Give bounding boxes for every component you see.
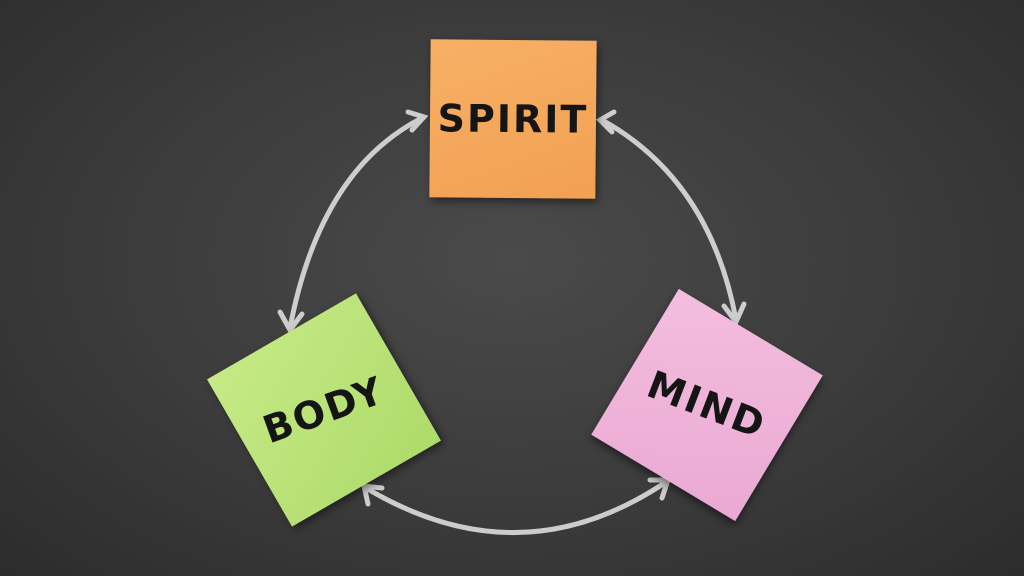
arrow-body-mind xyxy=(363,479,669,536)
arrow-spirit-mind xyxy=(599,117,739,323)
mind-label: MIND xyxy=(641,362,773,448)
arrow-spirit-body xyxy=(287,115,425,331)
spirit-label: SPIRIT xyxy=(437,96,589,142)
arrowhead-spirit-right xyxy=(595,109,617,135)
arrowhead-body-bottom xyxy=(360,483,385,507)
body-label: BODY xyxy=(257,367,391,453)
spirit-sticky-note: SPIRIT xyxy=(429,39,597,199)
arrowhead-spirit xyxy=(405,109,429,133)
arrowhead-mind-top xyxy=(721,301,747,327)
